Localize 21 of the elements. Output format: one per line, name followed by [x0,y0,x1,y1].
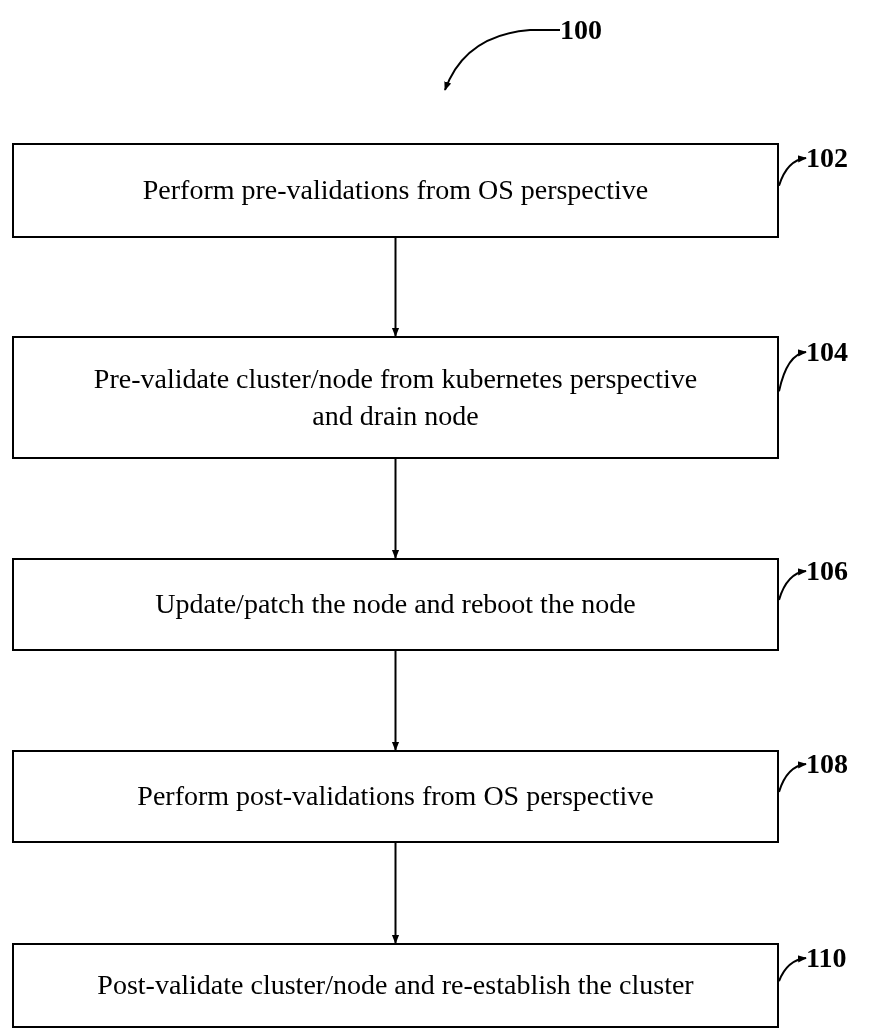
leader-arrow [444,29,561,91]
reference-number: 100 [560,14,602,46]
step-text: Pre-validate cluster/node from kubernetes perspective and drain node [92,362,699,433]
process-box [12,750,779,843]
step-text: Update/patch the node and reboot the node [155,587,636,622]
reference-number: 102 [806,142,848,174]
step-text: Perform pre-validations from OS perspective [142,173,649,208]
reference-number: 104 [806,336,848,368]
process-box [12,943,779,1028]
step-text: Post-validate cluster/node and re-establish the cluster [97,968,694,1003]
arrow [391,650,400,751]
reference-number: 110 [806,942,847,974]
step-text: Perform post-validations from OS perspective [137,779,654,814]
arrow [391,237,400,337]
process-box [12,336,779,459]
arrow [391,842,400,944]
reference-number: 108 [806,748,848,780]
arrow [391,458,400,559]
process-box [12,558,779,651]
process-box [12,143,779,238]
reference-number: 106 [806,555,848,587]
